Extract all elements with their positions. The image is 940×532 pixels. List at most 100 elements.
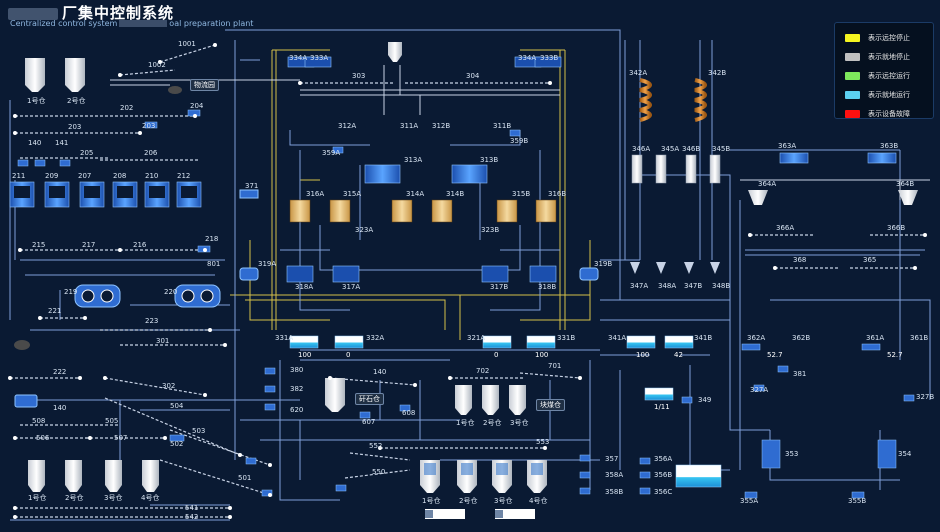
tag-gangue-bin[interactable]: 矸石仓 — [355, 393, 384, 405]
legend-item-fault: 表示设备故障 — [835, 105, 933, 122]
tank-value-341a: 100 — [636, 351, 649, 359]
label-356c: 356C — [654, 488, 672, 496]
label-333a: 333A — [310, 54, 328, 62]
tag-logistics-park[interactable]: 物流园 — [190, 79, 219, 91]
legend-label: 表示远控运行 — [868, 71, 910, 80]
tank-value-349: 1/11 — [654, 403, 670, 411]
label-331b: 331B — [557, 334, 575, 342]
label-203b: 203 — [142, 122, 155, 130]
tank-value-362: 52.7 — [767, 351, 783, 359]
label-1002: 1002 — [148, 61, 166, 69]
legend-swatch — [845, 71, 860, 80]
label-361a: 361A — [866, 334, 884, 342]
label-358b: 358B — [605, 488, 623, 496]
flotation-cells — [289, 199, 557, 223]
label-355a: 355A — [740, 497, 758, 505]
conveyors — [10, 44, 925, 518]
label-506: 506 — [36, 434, 50, 442]
label-319b: 319B — [594, 260, 612, 268]
label-503: 503 — [192, 427, 205, 435]
label-203a: 203 — [68, 123, 81, 131]
screens — [9, 152, 897, 208]
label-363b: 363B — [880, 142, 898, 150]
label-356a: 356A — [654, 455, 672, 463]
legend-item-remote-stop: 表示远控停止 — [835, 29, 933, 46]
tank-value-321a: 0 — [494, 351, 498, 359]
label-223: 223 — [145, 317, 158, 325]
tank-value-361: 52.7 — [887, 351, 903, 359]
label-341b: 341B — [694, 334, 712, 342]
tank-value-341b: 42 — [674, 351, 683, 359]
label-371: 371 — [245, 182, 258, 190]
label-607: 607 — [362, 418, 375, 426]
label-210: 210 — [145, 172, 158, 180]
legend-label: 表示就地运行 — [868, 90, 910, 99]
tanks — [289, 335, 722, 488]
bin-low-1: 1号仓 — [422, 496, 440, 505]
label-221: 221 — [48, 307, 61, 315]
label-354: 354 — [898, 450, 912, 458]
spirals — [639, 78, 707, 122]
label-552: 552 — [369, 442, 382, 450]
label-382: 382 — [290, 385, 303, 393]
silos — [25, 42, 918, 493]
label-209: 209 — [45, 172, 58, 180]
label-342b: 342B — [708, 69, 726, 77]
legend-item-local-stop: 表示就地停止 — [835, 48, 933, 65]
legend-label: 表示就地停止 — [868, 52, 910, 61]
label-553: 553 — [536, 438, 549, 446]
tank-value-332a: 0 — [346, 351, 350, 359]
page-title: 厂集中控制系统 — [8, 2, 174, 23]
label-346b: 346B — [682, 145, 700, 153]
pipe-network — [9, 29, 931, 521]
label-312a: 312A — [338, 122, 356, 130]
label-381: 381 — [793, 370, 806, 378]
label-217: 217 — [82, 241, 95, 249]
subtitle-right: oal preparation plant — [169, 19, 254, 28]
label-315a: 315A — [343, 190, 361, 198]
label-314a: 314A — [406, 190, 424, 198]
label-347b: 347B — [684, 282, 702, 290]
label-219: 219 — [64, 288, 77, 296]
label-222: 222 — [53, 368, 66, 376]
label-202: 202 — [120, 104, 133, 112]
crushers — [14, 86, 599, 408]
label-508: 508 — [32, 417, 45, 425]
label-702: 702 — [476, 367, 489, 375]
label-207: 207 — [78, 172, 91, 180]
label-349: 349 — [698, 396, 711, 404]
label-368: 368 — [793, 256, 806, 264]
label-321a: 321A — [467, 334, 485, 342]
label-319a: 319A — [258, 260, 276, 268]
equipment-labels: 1001 1002 202 204 203 203 140 141 205 20… — [12, 40, 934, 521]
bin-mid-3: 3号仓 — [510, 418, 528, 427]
label-366a: 366A — [776, 224, 794, 232]
bin-bot-3: 3号仓 — [104, 493, 122, 502]
tank-values: 100 0 0 100 100 42 1/11 52.7 52.7 — [298, 351, 903, 411]
label-356b: 356B — [654, 471, 672, 479]
label-542: 542 — [185, 513, 198, 521]
label-505: 505 — [105, 417, 118, 425]
label-348b: 348B — [712, 282, 730, 290]
page-title-text: 厂集中控制系统 — [62, 4, 175, 22]
label-366b: 366B — [887, 224, 905, 232]
trucks — [425, 509, 535, 519]
label-316a: 316A — [306, 190, 324, 198]
label-316b: 316B — [548, 190, 566, 198]
label-333b: 333B — [540, 54, 558, 62]
tank-value-331a: 100 — [298, 351, 311, 359]
label-304: 304 — [466, 72, 480, 80]
subtitle-left: Centralized control system — [10, 19, 118, 28]
tag-lump-coal-bin[interactable]: 块煤仓 — [536, 399, 565, 411]
label-364a: 364A — [758, 180, 776, 188]
label-206: 206 — [144, 149, 158, 157]
label-311b: 311B — [493, 122, 511, 130]
label-501: 501 — [238, 474, 251, 482]
label-541: 541 — [185, 504, 198, 512]
label-323b: 323B — [481, 226, 499, 234]
thickeners — [761, 439, 897, 469]
legend-swatch — [845, 52, 860, 61]
label-701: 701 — [548, 362, 561, 370]
status-legend: 表示远控停止 表示就地停止 表示远控运行 表示就地运行 表示设备故障 — [834, 22, 934, 119]
